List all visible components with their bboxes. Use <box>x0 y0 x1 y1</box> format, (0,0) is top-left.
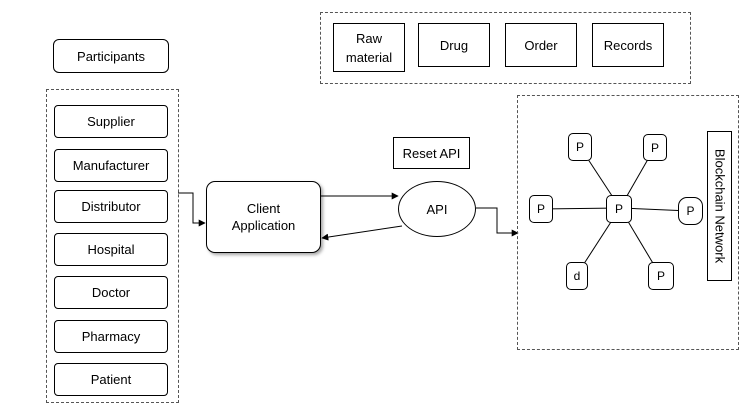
asset-records: Records <box>592 23 664 67</box>
asset-raw-material: Raw material <box>333 23 405 72</box>
peer-node-bottom-left: d <box>566 262 588 290</box>
participants-group <box>46 89 179 403</box>
api-to-client-arrow <box>321 225 403 241</box>
blockchain-network-label: Blockchain Network <box>712 148 727 264</box>
api-node: API <box>398 181 476 237</box>
peer-node-bottom-right: P <box>648 262 674 290</box>
participant-supplier: Supplier <box>54 105 168 138</box>
participant-doctor: Doctor <box>54 276 168 309</box>
blockchain-network-label-box: Blockchain Network <box>707 131 732 281</box>
client-application: Client Application <box>206 181 321 253</box>
participant-pharmacy: Pharmacy <box>54 320 168 353</box>
peer-node-top-left: P <box>568 133 592 161</box>
asset-drug: Drug <box>418 23 490 67</box>
peer-node-top-right: P <box>643 134 667 161</box>
peer-node-right: P <box>678 197 703 225</box>
asset-order: Order <box>505 23 577 67</box>
participant-patient: Patient <box>54 363 168 396</box>
reset-api-label: Reset API <box>393 137 470 169</box>
participant-hospital: Hospital <box>54 233 168 266</box>
participant-distributor: Distributor <box>54 190 168 223</box>
api-to-blockchain-arrow <box>476 207 519 237</box>
participants-title: Participants <box>53 39 169 73</box>
network-center-node: P <box>606 195 632 223</box>
assets-group <box>320 12 691 84</box>
participant-manufacturer: Manufacturer <box>54 149 168 182</box>
peer-node-left: P <box>529 195 553 223</box>
blockchain-network-area <box>517 95 739 350</box>
participants-to-client-arrow <box>178 192 206 227</box>
